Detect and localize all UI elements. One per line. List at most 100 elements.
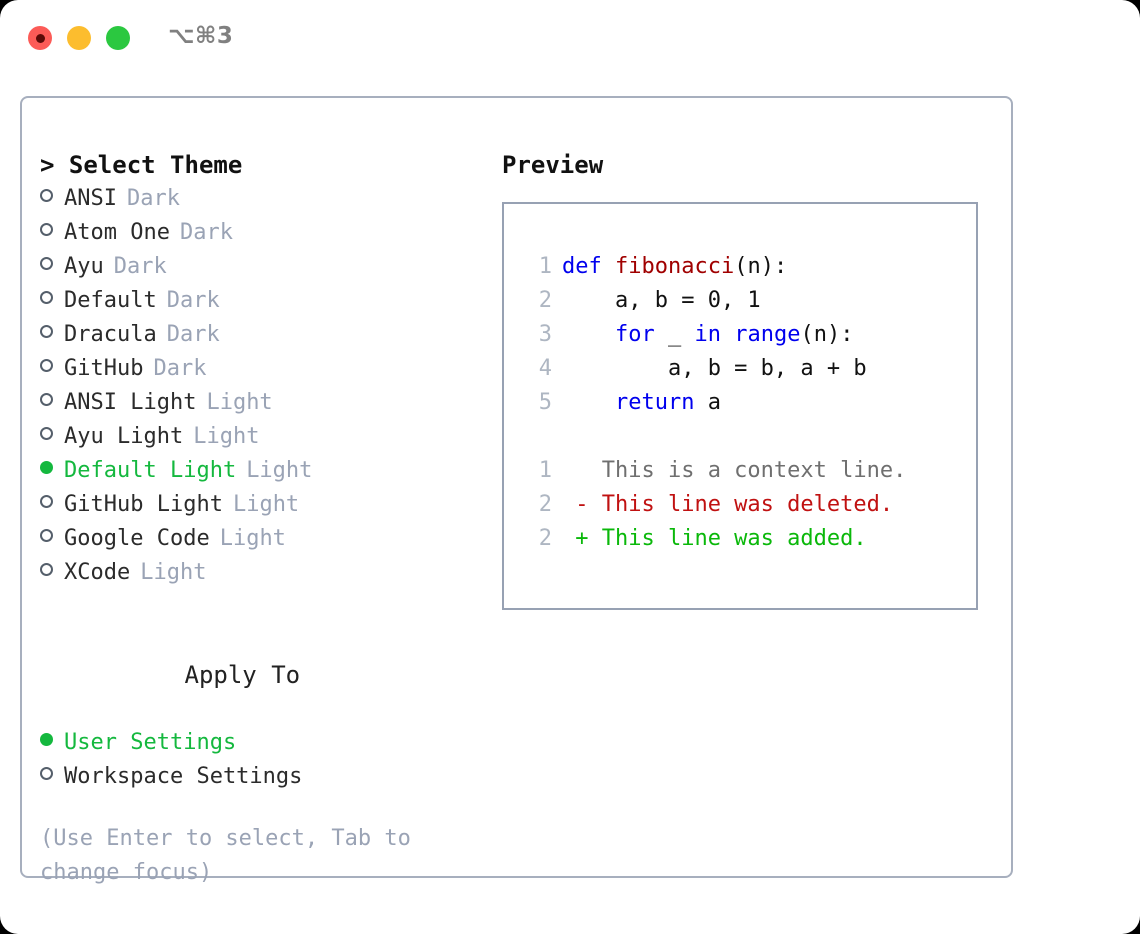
diff-sample: 1 This is a context line. 2 - This line w… [522, 454, 976, 556]
code-line: 3 for _ in range(n): [522, 318, 976, 352]
code-token-kw: def [562, 254, 615, 279]
radio-unselected-icon[interactable] [40, 325, 53, 338]
diff-line-add: 2 + This line was added. [522, 522, 976, 556]
radio-selected-icon[interactable] [40, 733, 53, 746]
theme-option-name: ANSI Light [64, 390, 197, 415]
code-line-text: def fibonacci(n): [562, 250, 787, 284]
code-token-kw: for [562, 322, 655, 347]
theme-option-tag: Dark [113, 254, 167, 279]
code-line-text: return a [562, 386, 721, 420]
diff-line-number: 2 [538, 526, 552, 551]
code-line-number: 4 [538, 356, 552, 381]
minimize-window-button[interactable] [67, 26, 91, 50]
code-line: 4 a, b = b, a + b [522, 352, 976, 386]
code-line: 2 a, b = 0, 1 [522, 284, 976, 318]
diff-line-ctx: 1 This is a context line. [522, 454, 976, 488]
theme-option-xcode[interactable]: XCode Light [40, 556, 480, 590]
theme-option-tag: Dark [166, 322, 220, 347]
theme-option-name: XCode [64, 560, 131, 585]
diff-line-number: 1 [538, 458, 552, 483]
theme-option-name: GitHub Light [64, 492, 223, 517]
code-token-kw: return [562, 390, 695, 415]
keyboard-shortcut-label: ⌥⌘3 [168, 23, 234, 49]
code-line-number: 3 [538, 322, 552, 347]
theme-option-tag: Light [232, 492, 300, 517]
radio-unselected-icon[interactable] [40, 767, 53, 780]
code-line-number: 2 [538, 288, 552, 313]
code-line-text: a, b = b, a + b [562, 352, 867, 386]
theme-option-github-light[interactable]: GitHub Light Light [40, 488, 480, 522]
theme-option-tag: Light [219, 526, 286, 551]
diff-line-text: This is a context line. [562, 458, 907, 483]
theme-option-tag: Light [140, 560, 207, 585]
code-token-plain: a, b = b, a + b [562, 356, 867, 381]
theme-option-name: Ayu [64, 254, 104, 279]
code-line-text: for _ in range(n): [562, 318, 853, 352]
radio-unselected-icon[interactable] [40, 427, 53, 440]
code-token-kw: in [694, 322, 735, 347]
code-token-plain: a [694, 390, 721, 415]
theme-option-atom-one[interactable]: Atom One Dark [40, 216, 480, 250]
code-line: 5 return a [522, 386, 976, 420]
apply-to-option-user-settings[interactable]: User Settings [40, 726, 480, 760]
theme-option-ansi-light[interactable]: ANSI Light Light [40, 386, 480, 420]
theme-option-tag: Dark [179, 220, 233, 245]
theme-option-tag: Dark [166, 288, 220, 313]
theme-option-tag: Light [206, 390, 273, 415]
theme-option-name: Ayu Light [64, 424, 184, 449]
preview-heading: Preview [502, 151, 604, 179]
theme-option-name: ANSI [64, 186, 117, 211]
radio-unselected-icon[interactable] [40, 223, 53, 236]
radio-unselected-icon[interactable] [40, 495, 53, 508]
radio-selected-icon[interactable] [40, 461, 53, 474]
theme-option-name: Dracula [64, 322, 157, 347]
theme-option-tag: Light [193, 424, 260, 449]
radio-unselected-icon[interactable] [40, 529, 53, 542]
radio-unselected-icon[interactable] [40, 359, 53, 372]
code-token-pun: (n): [734, 254, 788, 279]
theme-option-name: Default [64, 288, 157, 313]
theme-option-name: GitHub [64, 356, 144, 381]
apply-to-heading-label: Apply To [184, 661, 301, 689]
theme-option-dracula[interactable]: Dracula Dark [40, 318, 480, 352]
theme-option-name: Atom One [64, 220, 170, 245]
apply-to-heading: > Apply To [40, 624, 480, 726]
radio-unselected-icon[interactable] [40, 393, 53, 406]
radio-unselected-icon[interactable] [40, 291, 53, 304]
code-diff-gap [522, 420, 976, 454]
radio-unselected-icon[interactable] [40, 257, 53, 270]
code-token-plain: a, b = 0, 1 [562, 288, 761, 313]
theme-option-ayu[interactable]: Ayu Dark [40, 250, 480, 284]
close-window-button[interactable] [28, 26, 52, 50]
code-line-number: 5 [538, 390, 552, 415]
code-token-fn: fibonacci [614, 254, 735, 279]
section-spacer [40, 590, 480, 624]
select-theme-heading: > Select Theme [40, 151, 243, 179]
maximize-window-button[interactable] [106, 26, 130, 50]
title-bar: ⌥⌘3 [0, 0, 1140, 78]
keyboard-hint: (Use Enter to select, Tab to change focu… [40, 826, 425, 885]
code-token-pun: (n): [800, 322, 854, 347]
radio-unselected-icon[interactable] [40, 563, 53, 576]
theme-option-ayu-light[interactable]: Ayu Light Light [40, 420, 480, 454]
diff-line-text: - This line was deleted. [562, 492, 894, 517]
theme-option-default[interactable]: Default Dark [40, 284, 480, 318]
code-token-kw: range [734, 322, 801, 347]
apply-to-option-name: User Settings [64, 730, 237, 755]
diff-line-text: + This line was added. [562, 526, 867, 551]
radio-unselected-icon[interactable] [40, 189, 53, 202]
code-line-text: a, b = 0, 1 [562, 284, 761, 318]
code-token-plain: _ [654, 322, 695, 347]
diff-line-number: 2 [538, 492, 552, 517]
apply-to-option-workspace-settings[interactable]: Workspace Settings [40, 760, 480, 794]
